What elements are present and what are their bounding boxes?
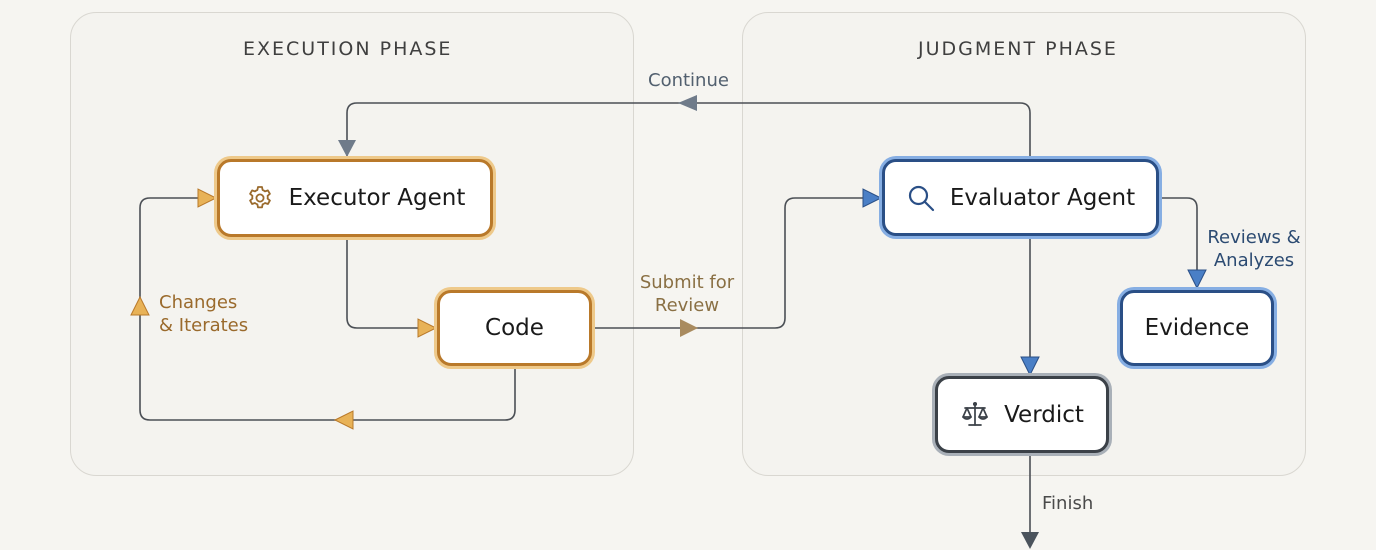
continue-connector — [346, 102, 1031, 160]
evaluator-in-arrowhead — [862, 188, 883, 208]
executor-agent-label: Executor Agent — [288, 185, 466, 211]
executor-to-code-connector — [346, 238, 435, 329]
iterate-loop-connector — [139, 197, 516, 421]
changes-iterates-label-line2: & Iterates — [159, 315, 249, 336]
iterate-bottom-arrowhead — [333, 410, 354, 430]
continue-arrowhead — [678, 95, 697, 111]
finish-label: Finish — [1042, 493, 1094, 514]
submit-connector — [593, 197, 880, 329]
executor-in-arrowhead — [338, 140, 356, 157]
evidence-in-arrowhead — [1187, 269, 1207, 290]
reviews-analyzes-label-line2: Analyzes — [1213, 250, 1295, 271]
changes-iterates-label-line1: Changes — [159, 292, 238, 313]
submit-review-label-line1: Submit for — [639, 272, 735, 293]
code-node[interactable]: Code — [437, 290, 592, 366]
gear-icon — [245, 183, 275, 213]
reviews-connector — [1160, 197, 1198, 287]
code-in-arrowhead — [417, 318, 438, 338]
evaluator-agent-label: Evaluator Agent — [949, 184, 1136, 211]
submit-review-label-line2: Review — [654, 295, 720, 316]
scales-icon — [960, 400, 990, 430]
magnifier-icon — [906, 183, 936, 213]
verdict-node[interactable]: Verdict — [935, 376, 1109, 453]
finish-arrowhead — [1021, 532, 1039, 549]
executor-side-arrowhead — [197, 188, 218, 208]
execution-phase-panel — [70, 12, 634, 476]
reviews-analyzes-label-line1: Reviews & — [1207, 227, 1301, 248]
evidence-label: Evidence — [1144, 315, 1250, 341]
verdict-label: Verdict — [1004, 401, 1084, 428]
iterate-side-arrowhead — [130, 295, 150, 316]
continue-label: Continue — [648, 70, 729, 91]
submit-arrowhead — [680, 319, 698, 337]
evidence-node[interactable]: Evidence — [1120, 290, 1274, 366]
judgment-phase-title: JUDGMENT PHASE — [918, 38, 1118, 60]
verdict-in-arrowhead — [1020, 356, 1040, 377]
executor-agent-node[interactable]: Executor Agent — [217, 159, 493, 237]
execution-phase-title: EXECUTION PHASE — [243, 38, 453, 60]
code-label: Code — [485, 315, 544, 341]
evaluator-agent-node[interactable]: Evaluator Agent — [882, 159, 1159, 236]
